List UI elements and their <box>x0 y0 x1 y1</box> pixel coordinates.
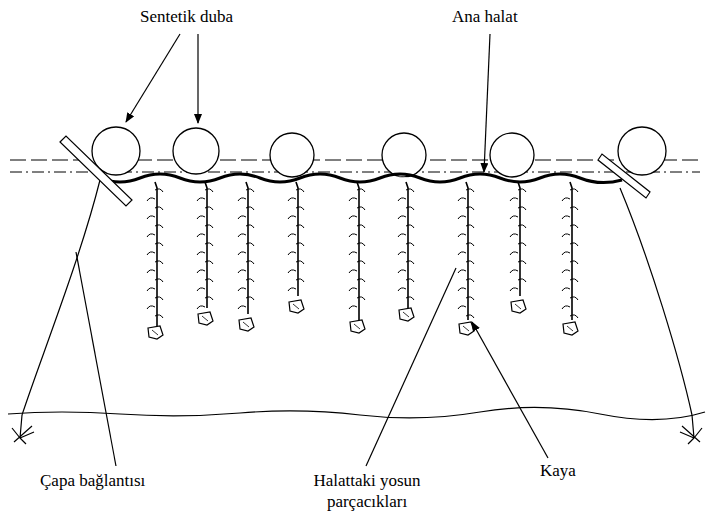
seabed <box>8 407 705 419</box>
anchor-line <box>22 180 100 415</box>
part-label: Sentetik duba <box>140 6 280 27</box>
part-label: Halattaki yosun parçacıkları <box>282 470 452 513</box>
seaweed-ropes <box>147 182 578 339</box>
synthetic-floats <box>92 127 666 177</box>
anchor <box>12 415 702 444</box>
rope-peg <box>60 136 650 206</box>
anchor-line <box>620 188 692 415</box>
main-rope <box>100 174 622 183</box>
main-rope <box>100 177 622 186</box>
part-label: Kaya <box>540 460 620 481</box>
leader-line <box>76 34 548 466</box>
part-label: Ana halat <box>452 6 572 27</box>
part-label: Çapa bağlantısı <box>40 470 210 491</box>
